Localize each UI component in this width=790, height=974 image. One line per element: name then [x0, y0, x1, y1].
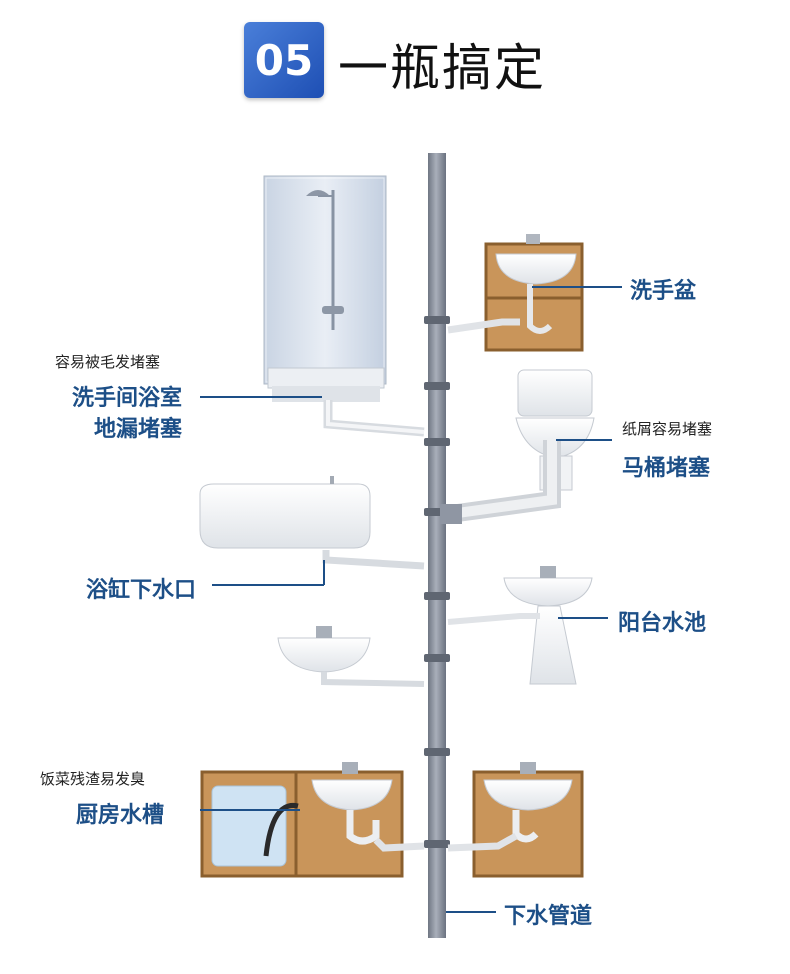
kitchen-cabinet-right: [472, 762, 584, 878]
kitchen-cabinet: [200, 762, 404, 878]
right-cabinet-drain-pipe: [447, 832, 518, 852]
washbasin-label: 洗手盆: [630, 279, 697, 304]
kitchen-note: 饭菜残渣易发臭: [40, 770, 146, 788]
shower-label-line1: 洗手间浴室: [72, 386, 183, 411]
main-drain-pipe: [424, 153, 450, 938]
balcony-drain-pipe: [447, 613, 540, 625]
balcony-label: 阳台水池: [618, 611, 707, 636]
small-basin-drain-pipe: [321, 672, 425, 687]
small-washbasin: [277, 626, 371, 673]
shower-label-line2: 地漏堵塞: [94, 417, 183, 442]
kitchen-drain-pipe: [373, 837, 425, 852]
bathtub: [199, 476, 371, 549]
shower-note: 容易被毛发堵塞: [55, 353, 161, 371]
section-number-badge: 05: [244, 22, 324, 98]
toilet-label: 马桶堵塞: [622, 456, 711, 481]
page-title: 一瓶搞定: [338, 39, 546, 97]
shower-drain-pipe: [323, 400, 425, 437]
toilet-note: 纸屑容易堵塞: [622, 420, 713, 438]
drain-pipe-label: 下水管道: [504, 904, 593, 929]
washbasin-cabinet: [484, 234, 584, 352]
bathtub-label: 浴缸下水口: [86, 578, 197, 603]
toilet-drain-pipe: [440, 440, 561, 524]
shower-enclosure: [263, 175, 387, 402]
bathtub-drain-pipe: [322, 550, 425, 570]
washbasin-drain-pipe: [447, 318, 520, 334]
balcony-basin: [503, 566, 593, 685]
section-number: 05: [254, 35, 314, 85]
kitchen-label: 厨房水槽: [76, 803, 165, 828]
